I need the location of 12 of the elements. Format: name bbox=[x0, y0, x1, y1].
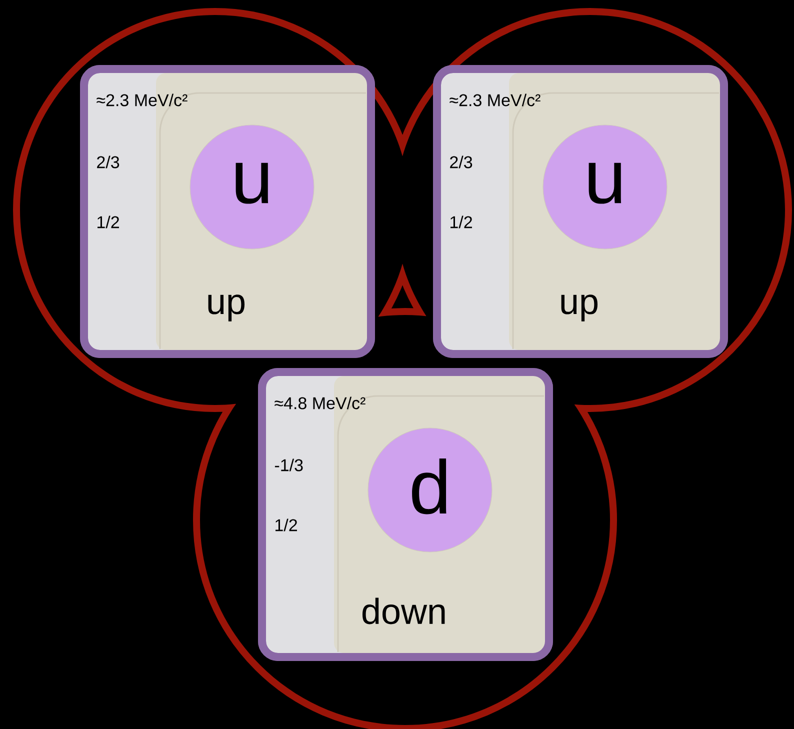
particle-name: up bbox=[561, 294, 598, 322]
mass-label: ≈2.3 MeV/c² bbox=[450, 94, 540, 106]
charge-label: -1/3 bbox=[274, 458, 303, 472]
charge-label: 2/3 bbox=[97, 156, 120, 168]
spin-label: 1/2 bbox=[450, 216, 472, 228]
particle-name: up bbox=[208, 294, 244, 322]
spin-label: 1/2 bbox=[98, 216, 119, 228]
mass-label: ≈4.8 MeV/c² bbox=[274, 396, 366, 410]
particle-name: down bbox=[362, 598, 445, 624]
spin-label: 1/2 bbox=[276, 518, 297, 532]
charge-label: 2/3 bbox=[450, 156, 472, 168]
mass-label: ≈2.3 MeV/c² bbox=[96, 94, 188, 106]
